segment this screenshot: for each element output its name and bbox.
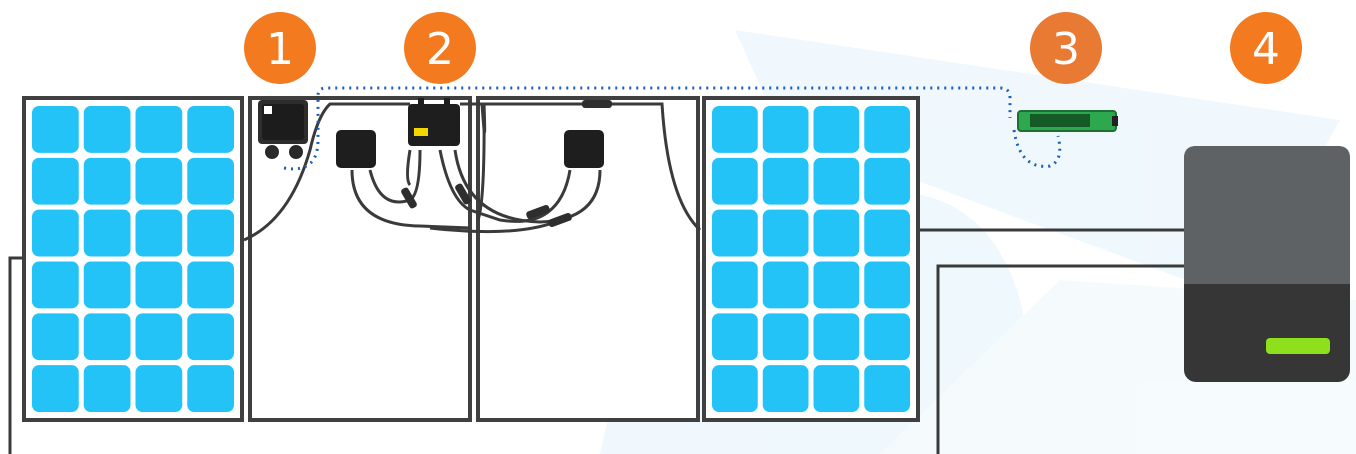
- step-badge-1: [244, 12, 316, 84]
- solar-cell: [83, 157, 131, 205]
- solar-panel-4: [702, 96, 920, 422]
- solar-cell: [187, 157, 234, 205]
- solar-cell: [32, 157, 79, 205]
- solar-cell: [83, 106, 131, 153]
- solar-cell: [864, 209, 910, 257]
- solar-cell: [135, 157, 183, 205]
- solar-cell: [864, 365, 910, 412]
- solar-cell: [83, 261, 131, 309]
- solar-cell: [135, 261, 183, 309]
- solar-cell: [762, 106, 809, 153]
- solar-cell: [864, 261, 910, 309]
- solar-cell: [813, 313, 860, 361]
- step-badge-label: 1: [266, 24, 294, 75]
- solar-cell: [135, 313, 183, 361]
- solar-cell: [135, 106, 183, 153]
- solar-cell: [813, 157, 860, 205]
- step-badge-3: [1030, 12, 1102, 84]
- solar-cell: [813, 106, 860, 153]
- mc4-connectors: [401, 100, 612, 228]
- solar-cell: [187, 313, 234, 361]
- solar-cell: [135, 365, 183, 412]
- solar-cell: [32, 209, 79, 257]
- solar-cell: [135, 209, 183, 257]
- solar-cell: [187, 106, 234, 153]
- solar-cell: [32, 365, 79, 412]
- solar-cell: [712, 209, 758, 257]
- solar-cell: [83, 209, 131, 257]
- solar-cell: [762, 365, 809, 412]
- solar-cell: [762, 157, 809, 205]
- solar-cell: [187, 365, 234, 412]
- communication-link: [283, 86, 1012, 171]
- step-badge-label: 3: [1052, 24, 1080, 75]
- gateway-icon: [1017, 110, 1118, 132]
- solar-cell: [762, 313, 809, 361]
- inverter-icon: [1184, 146, 1350, 382]
- solar-cell: [712, 313, 758, 361]
- optimizer-icon: [336, 98, 604, 168]
- solar-cell: [83, 365, 131, 412]
- step-badge-label: 4: [1252, 24, 1280, 75]
- step-badge-2: [404, 12, 476, 84]
- solar-cell: [712, 106, 758, 153]
- solar-panel-1: [22, 96, 244, 422]
- output-cables: [8, 228, 1190, 454]
- solar-cell: [813, 209, 860, 257]
- solar-cell: [864, 106, 910, 153]
- solar-cell: [32, 106, 79, 153]
- solar-cell: [187, 261, 234, 309]
- solar-cell: [864, 157, 910, 205]
- solar-cell: [813, 365, 860, 412]
- solar-cell: [712, 261, 758, 309]
- communication-link-gateway: [1012, 129, 1062, 168]
- solar-cell: [762, 209, 809, 257]
- solar-cell: [83, 313, 131, 361]
- step-badge-4: [1230, 12, 1302, 84]
- solar-cell: [762, 261, 809, 309]
- rapid-shutdown-device-icon: [258, 100, 308, 159]
- solar-cell: [32, 313, 79, 361]
- solar-cell: [712, 157, 758, 205]
- solar-cell: [32, 261, 79, 309]
- solar-cell: [187, 209, 234, 257]
- panel-wiring: [243, 102, 702, 242]
- step-badges: 1 2 3 4: [244, 12, 1302, 84]
- solar-cell: [864, 313, 910, 361]
- step-badge-label: 2: [426, 24, 454, 75]
- solar-cell: [813, 261, 860, 309]
- solar-cell: [712, 365, 758, 412]
